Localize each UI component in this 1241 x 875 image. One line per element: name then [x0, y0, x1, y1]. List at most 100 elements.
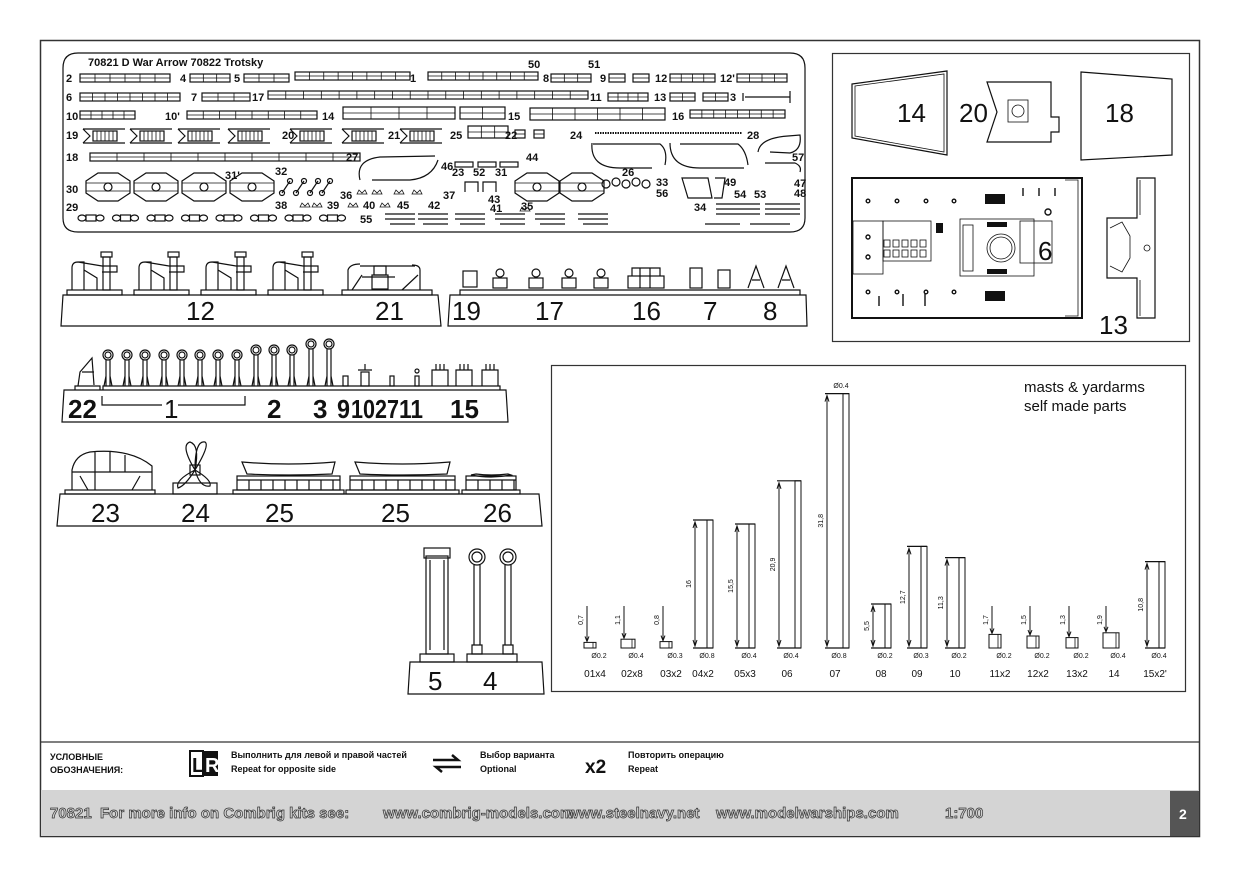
deck-part-14-inner: [854, 73, 945, 153]
fret-ladder: [129, 128, 172, 144]
footer-url-combrig[interactable]: www.combrig-models.com: [382, 805, 574, 823]
crane-21: [341, 263, 433, 296]
deck-part-20-hole: [1011, 104, 1025, 118]
fret-rails: [79, 71, 788, 168]
legend-repeat-ru: Повторить операцию: [628, 750, 724, 760]
deck-part-13: [1106, 177, 1156, 319]
fret-chain-link: [180, 214, 209, 222]
fret-rail: [243, 73, 290, 83]
resin-sprue-d: 23 24 25 25 26: [56, 441, 543, 528]
mast-diameter: Ø0.4: [1151, 653, 1166, 660]
fret-label: 30: [66, 184, 78, 196]
deck-part-14-label: 14: [897, 98, 926, 128]
footer-scale: 1:700: [945, 805, 983, 822]
fret-small-part: [356, 189, 368, 195]
fret-label: 4: [180, 73, 187, 85]
mast-length: 16: [686, 580, 693, 588]
footer-bar: 70821 For more info on Combrig kits see:…: [41, 790, 1199, 836]
mast-length: 12,7: [900, 590, 907, 604]
fret-label: 36: [340, 190, 352, 202]
mast-top-diameter: Ø0.4: [833, 383, 848, 390]
fret-label: 3: [730, 92, 736, 104]
fret-label: 18: [66, 152, 78, 164]
fret-plate: [133, 172, 179, 202]
fret-label: 53: [754, 189, 766, 201]
fret-rail: [342, 106, 456, 120]
fret-part-32: [278, 177, 294, 197]
optional-arrows-icon: [432, 754, 462, 773]
mast-length: 15,5: [728, 579, 735, 593]
fret-label: 22: [505, 130, 517, 142]
fret-label: 39: [327, 200, 339, 212]
fret-ladder-small: [499, 161, 519, 168]
fret-rail: [79, 92, 181, 102]
fret-chain-link: [111, 214, 140, 222]
mast-diameter: Ø0.2: [1034, 653, 1049, 660]
sprue-c-label-27: 27: [375, 394, 399, 424]
mast-bar: [794, 480, 802, 649]
fret-label: 33: [656, 177, 668, 189]
mast-diameter: Ø0.2: [996, 653, 1011, 660]
deck-parts-frame: [831, 52, 1191, 343]
sprue-b-base: [447, 294, 808, 327]
sprue-d-label-24: 24: [181, 498, 210, 528]
mast-bar: [920, 545, 928, 649]
footer-kit-number: 70821: [50, 805, 92, 822]
yardarm-box: [988, 633, 1002, 649]
fret-rail: [459, 106, 506, 120]
legend-optional-ru: Выбор варианта: [480, 750, 556, 760]
sprue-d-base: [56, 493, 543, 527]
lr-icon-r: R: [205, 755, 220, 777]
fret-small-part: [411, 189, 423, 195]
fret-label: 14: [322, 111, 335, 123]
mast-diameter: Ø0.4: [1110, 653, 1125, 660]
fret-label: 47: [794, 178, 806, 190]
yardarm-box: [659, 641, 673, 649]
footer-url-modelwarships[interactable]: www.modelwarships.com: [715, 805, 900, 823]
footer-url-steelnavy[interactable]: www.steelnavy.net: [566, 805, 700, 823]
fret-rail: [79, 110, 136, 120]
mast-length: 1,7: [983, 615, 990, 625]
fret-label: 12: [655, 73, 667, 85]
mast-label: 05x3: [734, 669, 756, 680]
fret-small-part: [311, 202, 323, 208]
fret-strip: [535, 213, 565, 225]
fret-label: 48: [794, 188, 806, 200]
fret-chain-link: [146, 214, 174, 222]
mast-part-05x3: 15,5Ø0.4 05x3: [728, 523, 757, 680]
mast-label: 06: [781, 669, 793, 680]
page-frame: [39, 39, 1201, 838]
mast-diameter: Ø0.4: [741, 653, 756, 660]
sprue-d-label-25b: 25: [381, 498, 410, 528]
mast-label: 01x4: [584, 669, 606, 680]
page-number: 2: [1179, 806, 1187, 822]
fret-label: 24: [570, 130, 583, 142]
fret-plate: [181, 172, 227, 202]
fret-strip: [578, 213, 608, 225]
ventilators: [102, 338, 335, 387]
fret-label: 5: [234, 73, 240, 85]
fret-small-part: [393, 189, 405, 195]
mast-label: 12x2: [1027, 669, 1049, 680]
fret-label: 19: [66, 130, 78, 142]
fret-part-57: [765, 162, 802, 173]
fret-label: 6: [66, 92, 72, 104]
fret-label: 38: [275, 200, 287, 212]
sprue-c-label-2: 2: [267, 394, 281, 424]
fret-rail: [79, 73, 171, 83]
sprue-e-label-5: 5: [428, 666, 442, 696]
deck-part-6: [851, 177, 1083, 319]
deck-parts-panel: 14 20 18: [831, 52, 1191, 343]
mast-bar: [958, 557, 966, 649]
fret-rail: [294, 71, 411, 81]
fret-part-26b: [669, 142, 749, 169]
fret-label: 2: [66, 73, 72, 85]
sprue-a-label-21: 21: [375, 296, 404, 326]
mast-diameter: Ø0.2: [951, 653, 966, 660]
fret-ladder-small: [454, 161, 474, 168]
mast-length: 1,1: [615, 615, 622, 625]
deck-part-18: [1080, 71, 1173, 161]
